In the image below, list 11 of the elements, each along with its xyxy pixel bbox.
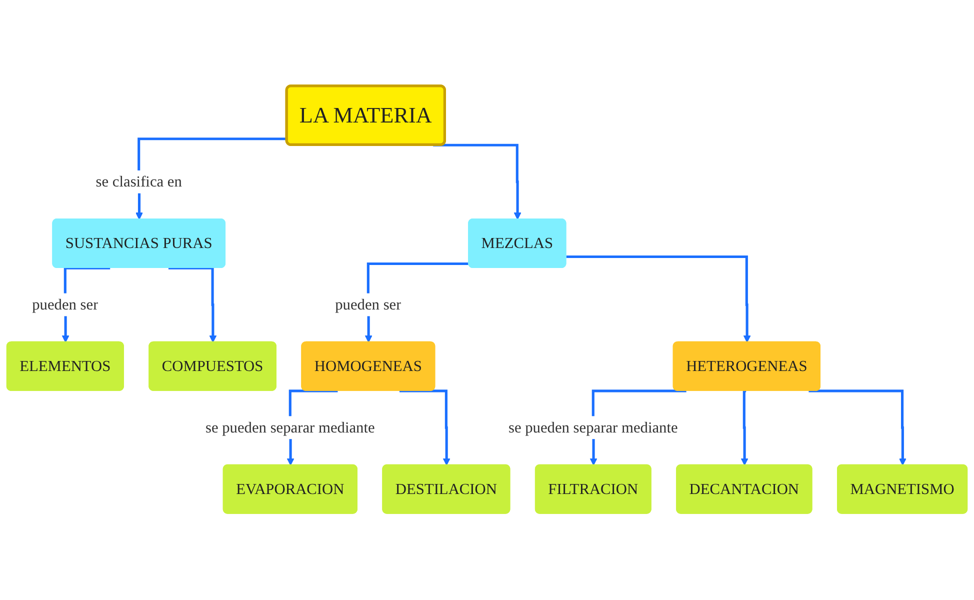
arrow xyxy=(399,390,450,466)
arrow xyxy=(740,390,748,466)
edge-label: se pueden separar mediante xyxy=(205,419,375,436)
arrow xyxy=(135,138,288,220)
edge-label: pueden ser xyxy=(32,296,98,314)
edge-label: se pueden separar mediante xyxy=(508,419,678,436)
arrow xyxy=(168,267,217,343)
arrow xyxy=(808,390,906,466)
edge-label: se clasifica en xyxy=(96,173,182,190)
arrow xyxy=(566,256,751,343)
edge-label: pueden ser xyxy=(335,296,402,314)
